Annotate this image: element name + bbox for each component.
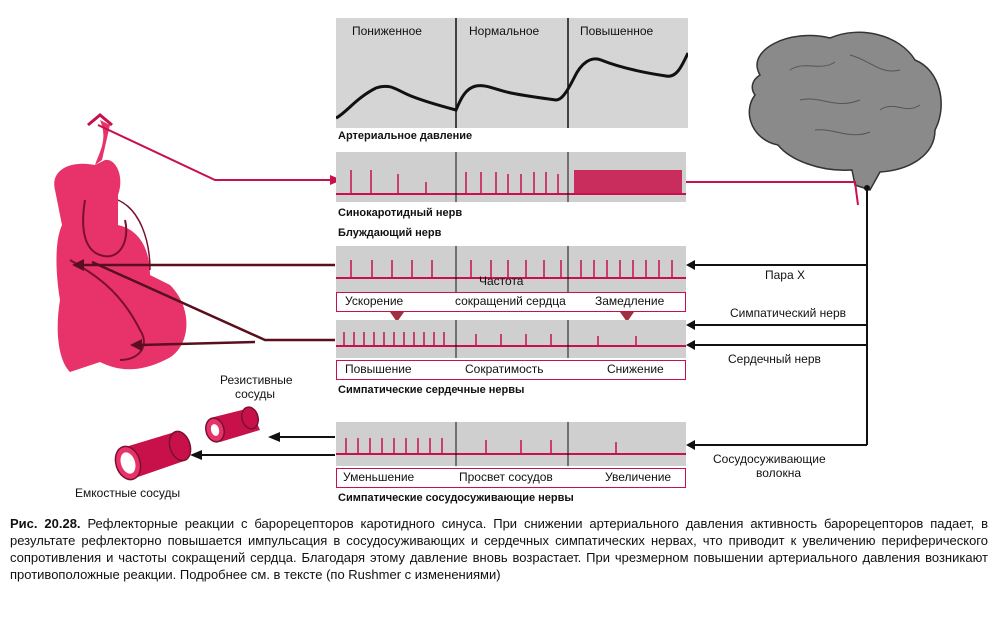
brain-icon xyxy=(748,31,942,191)
figure-caption: Рис. 20.28. Рефлекторные реакции с барор… xyxy=(10,515,988,583)
sympathetic-nerve-label: Симпатический нерв xyxy=(730,306,846,320)
sinus-nerve-panel xyxy=(336,152,686,202)
heart-rate-box: Ускорение сокращений сердца Замедление xyxy=(336,292,686,312)
heart-rate-title-line1: Частота xyxy=(479,274,524,288)
state-normal-label: Нормальное xyxy=(469,24,540,38)
lumen-increase: Увеличение xyxy=(605,470,672,484)
heart-rate-decel: Замедление xyxy=(595,294,665,308)
cardiac-spike-train xyxy=(343,332,637,346)
pressure-trace xyxy=(336,52,688,120)
contractility-decrease: Снижение xyxy=(607,362,664,376)
vasoconstrictor-fibers-line2: волокна xyxy=(756,466,802,480)
vasoconstrictor-label: Симпатические сосудосуживающие нервы xyxy=(338,492,574,504)
capacitive-vessel-icon xyxy=(114,430,192,481)
vasoconstrictor-fibers-line1: Сосудосуживающие xyxy=(713,452,826,466)
heart-rate-title-line2: сокращений сердца xyxy=(455,294,566,308)
cardiac-sympathetic-panel xyxy=(336,320,686,358)
vagus-spike-train xyxy=(350,260,673,278)
resistive-vessels-line2: сосуды xyxy=(235,387,276,401)
lumen-title: Просвет сосудов xyxy=(459,470,553,484)
vagus-nerve-label: Блуждающий нерв xyxy=(338,227,442,239)
heart-rate-accel: Ускорение xyxy=(345,294,404,308)
capacitive-vessels-label: Емкостные сосуды xyxy=(75,486,181,500)
vasoconstrictor-panel xyxy=(336,422,686,466)
contractility-box: Повышение Сократимость Снижение xyxy=(336,360,686,380)
figure-number: Рис. 20.28. xyxy=(10,516,81,531)
brainstem-node-icon xyxy=(864,185,870,191)
arterial-pressure-label: Артериальное давление xyxy=(338,130,473,142)
resistive-vessels-line1: Резистивные xyxy=(220,373,293,387)
pair-x-label: Пара X xyxy=(765,268,805,282)
lumen-decrease: Уменьшение xyxy=(343,470,415,484)
caption-text: Рефлекторные реакции с барорецепторов ка… xyxy=(10,516,988,582)
contractility-title: Сократимость xyxy=(465,362,544,376)
sinus-spike-train xyxy=(350,170,559,194)
sinus-nerve-label: Синокаротидный нерв xyxy=(338,207,463,219)
resistive-vessel-icon xyxy=(205,406,260,443)
down-arrow-icon xyxy=(390,312,404,322)
afferent-fiber xyxy=(686,181,859,206)
vasoconstrictor-spike-train xyxy=(345,438,617,454)
arterial-pressure-panel: Пониженное Нормальное Повышенное xyxy=(336,18,688,128)
lumen-box: Уменьшение Просвет сосудов Увеличение xyxy=(336,468,686,488)
state-high-label: Повышенное xyxy=(580,24,654,38)
cardiac-sympathetic-label: Симпатические сердечные нервы xyxy=(338,384,525,396)
cardiac-nerve-label: Сердечный нерв xyxy=(728,352,821,366)
heart-rate-panel xyxy=(336,246,686,292)
sinus-nerve-fiber xyxy=(97,124,330,181)
down-arrow-icon xyxy=(620,312,634,322)
contractility-increase: Повышение xyxy=(345,362,412,376)
state-low-label: Пониженное xyxy=(352,24,422,38)
heart-icon xyxy=(54,113,187,372)
